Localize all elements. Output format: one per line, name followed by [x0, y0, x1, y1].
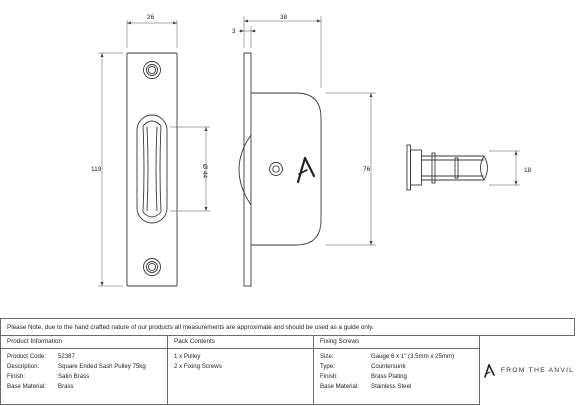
- dim-plate-thick: 3: [232, 28, 236, 35]
- pulley-case: [251, 92, 322, 246]
- screw-row: Finish:Brass Plating: [320, 373, 407, 380]
- dim-width-front: 26: [147, 14, 155, 21]
- screw-row: Base Material:Stainless Steel: [320, 383, 412, 390]
- product-row: Description:Square Ended Sash Pulley 75k…: [7, 363, 146, 370]
- dim-wheel-width: 18: [524, 167, 532, 174]
- dim-case-height: 76: [363, 166, 371, 173]
- product-row: Finish:Satin Brass: [7, 373, 90, 380]
- pack-contents-panel: Pack Contents 1 x Pulley 2 x Fixing Scre…: [168, 336, 314, 405]
- end-plate: [406, 144, 411, 191]
- dim-slot: Ø 44: [201, 164, 208, 178]
- screw-row: Type:Countersunk: [320, 363, 406, 370]
- face-plate: [126, 52, 178, 287]
- product-row: Base Material:Brass: [7, 383, 74, 390]
- bottom-screw-hole: [143, 258, 161, 276]
- top-screw-hole: [143, 61, 161, 79]
- front-view: [126, 52, 178, 287]
- dim-height-front: 119: [91, 166, 102, 173]
- wheel-slot: [136, 114, 168, 224]
- technical-drawing: 26 119 Ø 44 38 3 76 18: [91, 14, 532, 287]
- brand-name: FROM THE ANVIL: [500, 367, 575, 374]
- pulley-wheel-profile: [238, 134, 252, 206]
- product-row: Product Code:52387: [7, 353, 75, 360]
- dim-depth-side: 38: [280, 14, 288, 21]
- side-view: [238, 52, 322, 287]
- product-information-header: Product Information: [1, 336, 167, 349]
- case-logo-icon: [296, 156, 316, 184]
- pack-item: 2 x Fixing Screws: [174, 363, 222, 370]
- anvil-logo-icon: [484, 363, 495, 378]
- pack-item: 1 x Pulley: [174, 353, 201, 360]
- side-plate: [243, 52, 252, 287]
- axle-outer: [269, 162, 283, 176]
- fixing-screws-panel: Fixing Screws Size:Gauge 6 x 1" (3.5mm x…: [314, 336, 480, 405]
- fixing-screws-header: Fixing Screws: [314, 336, 479, 349]
- measurement-note: Please Note, due to the hand crafted nat…: [0, 318, 575, 336]
- info-table: Product Information Product Code:52387 D…: [0, 336, 577, 406]
- axle-inner: [272, 165, 280, 173]
- pack-contents-header: Pack Contents: [168, 336, 313, 349]
- product-information-panel: Product Information Product Code:52387 D…: [0, 336, 168, 405]
- brand-block: FROM THE ANVIL: [480, 336, 577, 405]
- screw-row: Size:Gauge 6 x 1" (3.5mm x 25mm): [320, 353, 455, 360]
- end-view: [406, 144, 488, 191]
